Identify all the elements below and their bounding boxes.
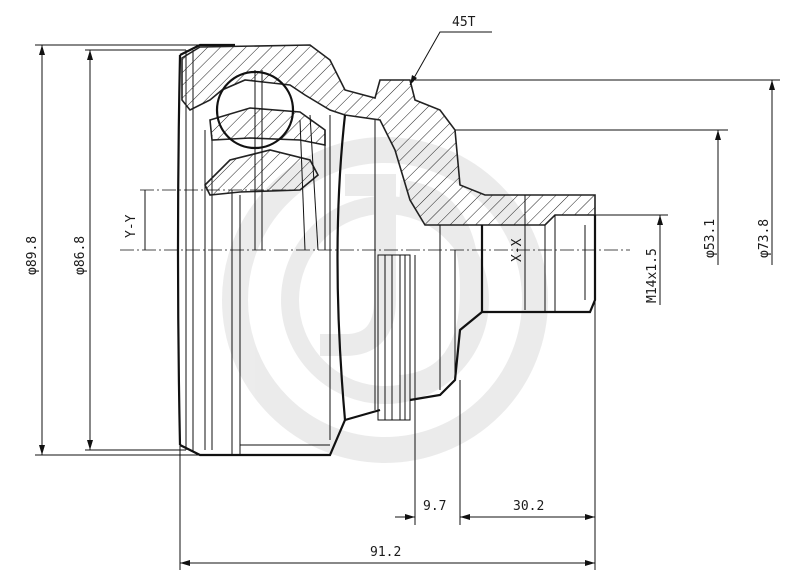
label-length-a: 9.7 <box>423 499 446 514</box>
label-length-total: 91.2 <box>370 545 401 560</box>
label-yy-axis: Y-Y <box>124 214 139 238</box>
label-shaft-diameter-2: φ73.8 <box>757 219 772 258</box>
label-length-b: 30.2 <box>513 499 544 514</box>
abs-ring <box>377 254 411 421</box>
label-xx-axis: X-X <box>510 238 525 262</box>
dimension-lines <box>35 31 780 570</box>
stub-shaft <box>329 114 597 440</box>
label-inner-diameter: φ86.8 <box>73 236 88 275</box>
label-outer-diameter: φ89.8 <box>25 236 40 275</box>
label-abs-teeth: 45T <box>452 15 476 30</box>
label-thread: M14x1.5 <box>645 248 660 303</box>
label-shaft-diameter-1: φ53.1 <box>703 219 718 258</box>
